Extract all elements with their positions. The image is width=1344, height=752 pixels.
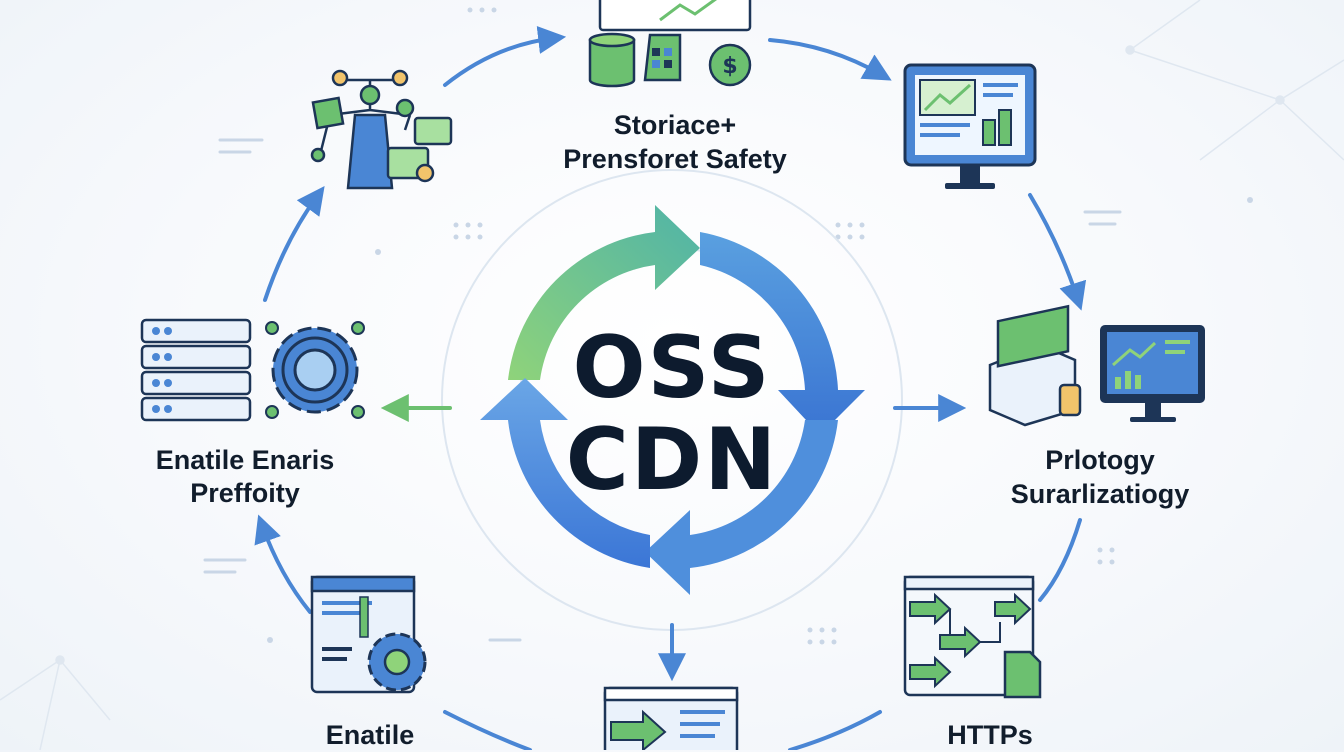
node-left-line2: Preffoity (190, 478, 300, 508)
node-top-line1: Storiace+ (613, 110, 737, 140)
monitor-chart-icon (903, 63, 1037, 189)
cycle-arrows (480, 205, 865, 595)
arrow-topleft-to-top (443, 26, 567, 87)
node-bottom-left-label: Enatile (325, 720, 415, 750)
cycle-arrow-right (700, 232, 865, 435)
flow-arrows (254, 26, 1087, 750)
arrow-left-to-topleft (263, 185, 325, 302)
decor-dots (267, 7, 1253, 645)
server-stack-icon (140, 318, 252, 422)
warehouse-chart-icon (988, 304, 1205, 427)
flow-diagram-icon (903, 575, 1042, 699)
center-title-line2: CDN (565, 410, 779, 510)
arrow-topright-to-right (1028, 193, 1087, 311)
browser-arrow-icon (603, 686, 739, 750)
database-chart-icon (588, 0, 752, 88)
arrow-right-to-bottomright (1038, 518, 1082, 602)
browser-settings-icon (310, 575, 427, 694)
dollar-icon: $ (708, 43, 752, 87)
cycle-arrow-bottom (645, 420, 838, 595)
decor-dashes (203, 138, 1122, 642)
cycle-arrow-green (508, 205, 700, 380)
node-right-line1: Prlotogy (1045, 445, 1155, 475)
gear-icon (265, 321, 365, 419)
node-right-line2: Surarlizatiogy (1010, 479, 1190, 509)
center-title-line1: OSS (572, 318, 772, 418)
node-bottom-right-label: HTTPs (947, 720, 1033, 750)
arrow-bottom-to-bottomright (788, 710, 882, 750)
svg-text:$: $ (722, 54, 737, 79)
node-left-line1: Enatile Enaris (155, 445, 335, 475)
node-top-line2: Prensforet Safety (563, 144, 787, 174)
arrow-bottomleft-to-bottom (443, 710, 532, 750)
network-nodes-icon (310, 69, 453, 190)
arrow-top-to-topright (768, 38, 892, 81)
arrow-bottomleft-to-left (254, 514, 312, 614)
cycle-arrow-left (480, 378, 650, 568)
